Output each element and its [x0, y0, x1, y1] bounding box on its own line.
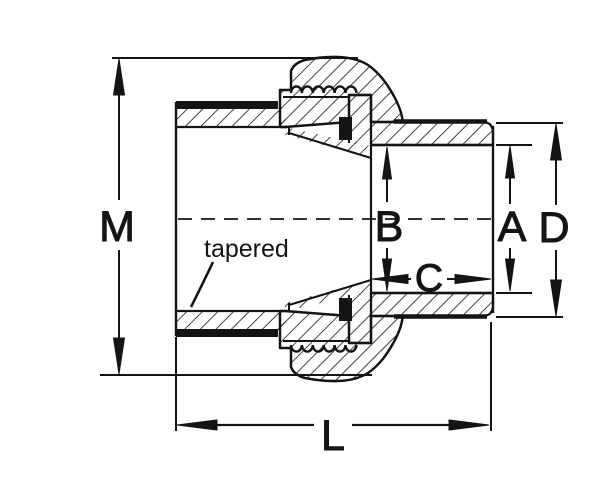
dimension-label-C: C: [415, 257, 443, 300]
dimension-label-D: D: [538, 204, 569, 252]
union-nut-top: [278, 55, 405, 129]
dimension-label-L: L: [321, 412, 345, 460]
arrowhead-M-up: [112, 58, 126, 96]
arrowhead-C-left: [371, 273, 409, 285]
dimension-L: L: [175, 322, 492, 461]
right-body-flange-bottom: [349, 294, 371, 343]
dimension-B: B: [374, 146, 404, 292]
left-pipe-top-wall: [176, 108, 286, 127]
union-nut-bottom: [278, 309, 405, 383]
arrowhead-D-up: [549, 123, 563, 161]
spigot-nose-top: [285, 127, 371, 158]
arrowhead-D-down: [549, 279, 563, 317]
arrowhead-A-down: [504, 258, 516, 292]
nut-knurl-top: [289, 85, 358, 94]
dimension-D: D: [496, 122, 570, 318]
nose-taper-line-top: [288, 131, 372, 160]
arrowhead-A-up: [504, 145, 516, 179]
gasket-bottom: [339, 298, 352, 321]
arrowhead-L-left: [176, 419, 218, 431]
tapered-label: tapered: [204, 235, 289, 263]
arrowhead-B-up: [381, 146, 393, 180]
arrowhead-M-down: [112, 337, 126, 375]
nut-knurl-bottom: [289, 344, 358, 353]
dimension-label-A: A: [498, 203, 527, 251]
spigot-nose-bottom: [285, 280, 371, 311]
nose-taper-line-bottom: [288, 278, 372, 307]
right-body-top-wall: [369, 120, 495, 147]
tapered-leader-line: [189, 261, 215, 308]
thread-band-bottom: [176, 329, 278, 337]
arrowhead-L-right: [448, 419, 490, 431]
left-pipe-bottom-wall: [176, 311, 286, 330]
thread-band-top: [176, 101, 278, 109]
fitting-cross-section: [174, 55, 495, 383]
dimension-M: M: [99, 57, 372, 376]
annotation-tapered: tapered: [189, 235, 289, 308]
dimension-A: A: [496, 144, 532, 294]
arrowhead-C-right: [454, 273, 492, 285]
right-body-flange-top: [349, 95, 371, 144]
arrowhead-B-down: [381, 258, 393, 292]
dimension-C: C: [371, 257, 492, 301]
dimensions: M B A D: [99, 57, 570, 461]
gasket-top: [339, 117, 352, 140]
dimension-label-M: M: [99, 203, 135, 251]
dimension-label-B: B: [375, 203, 404, 251]
